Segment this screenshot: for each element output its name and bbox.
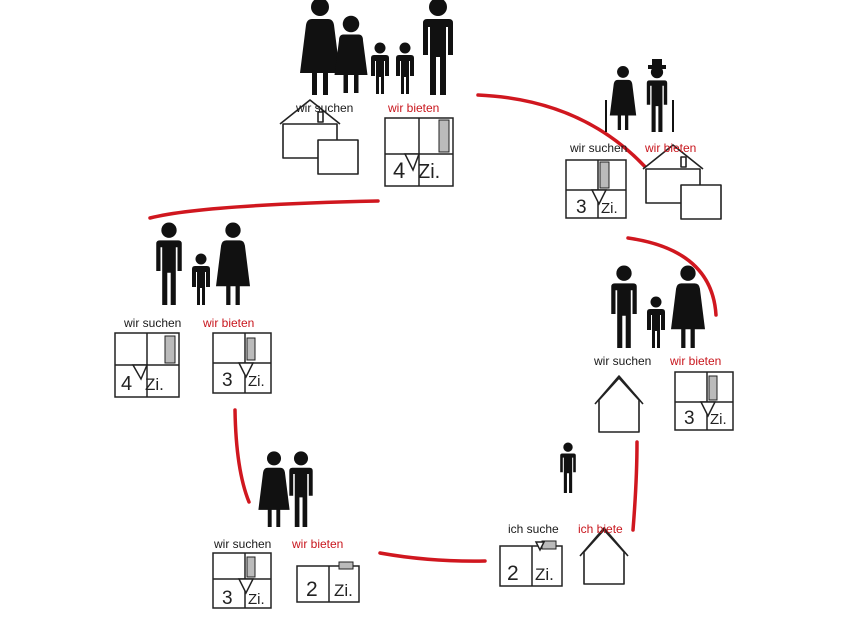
group-single: 2 Zi.: [499, 442, 629, 587]
offer-label: wir bieten: [292, 537, 344, 551]
rooms-unit: Zi.: [601, 200, 618, 217]
group-family-right: 3 Zi.: [594, 265, 734, 433]
offer-label: wir bieten: [670, 354, 722, 368]
rooms-unit: Zi.: [145, 375, 164, 394]
rooms-number: 4: [393, 158, 405, 183]
rooms-unit: Zi.: [248, 591, 265, 608]
rooms-unit: Zi.: [418, 161, 440, 183]
floorplan-icon: [212, 332, 272, 394]
family-three-icon: [156, 222, 250, 305]
rooms-number: 4: [121, 373, 132, 395]
family-four-icon: [300, 0, 453, 95]
group-couple: 3 Zi. 2 Zi.: [212, 451, 360, 609]
person-icon: [560, 442, 576, 493]
rooms-number: 3: [222, 588, 233, 609]
rooms-number: 3: [576, 197, 587, 218]
arc-right-upper: [626, 236, 718, 317]
house-icon: [594, 375, 644, 433]
seek-label: wir suchen: [594, 354, 652, 368]
seek-label: wir suchen: [124, 316, 182, 330]
rooms-number: 2: [507, 562, 519, 585]
seek-label: ich suche: [508, 522, 559, 536]
offer-label: ich biete: [578, 522, 623, 536]
floorplan-icon: [212, 552, 272, 609]
house-garage-icon: [642, 144, 722, 220]
arc-left-lower: [233, 408, 251, 504]
floorplan-icon: [499, 540, 563, 587]
arc-bottom: [378, 551, 487, 563]
rooms-unit: Zi.: [710, 411, 727, 428]
group-family-left: 4 Zi. 3 Zi.: [114, 222, 272, 398]
offer-label: wir bieten: [388, 101, 440, 115]
floorplan-icon: [114, 332, 180, 398]
rooms-number: 3: [684, 408, 695, 429]
group-family-top: 4 Zi.: [279, 0, 454, 187]
offer-label: wir bieten: [203, 316, 255, 330]
rooms-unit: Zi.: [334, 581, 353, 600]
floorplan-icon: [296, 561, 360, 603]
floorplan-icon: [674, 371, 734, 431]
group-seniors: 3 Zi.: [565, 59, 722, 220]
house-icon: [579, 527, 629, 585]
couple-icon: [258, 451, 313, 527]
floorplan-icon: [565, 159, 627, 219]
floorplan-icon: [384, 117, 454, 187]
exchange-arcs: [148, 93, 718, 563]
rooms-number: 3: [222, 370, 233, 391]
seek-label: wir suchen: [296, 101, 354, 115]
rooms-number: 2: [306, 578, 318, 601]
rooms-unit: Zi.: [248, 373, 265, 390]
rooms-unit: Zi.: [535, 565, 554, 584]
arc-top-left: [148, 199, 380, 220]
arc-top-right: [476, 93, 657, 180]
seek-label: wir suchen: [570, 141, 628, 155]
seek-label: wir suchen: [214, 537, 272, 551]
family-three-icon: [611, 265, 705, 348]
elderly-couple-icon: [605, 59, 674, 132]
offer-label: wir bieten: [645, 141, 697, 155]
arc-right-lower: [631, 440, 639, 532]
